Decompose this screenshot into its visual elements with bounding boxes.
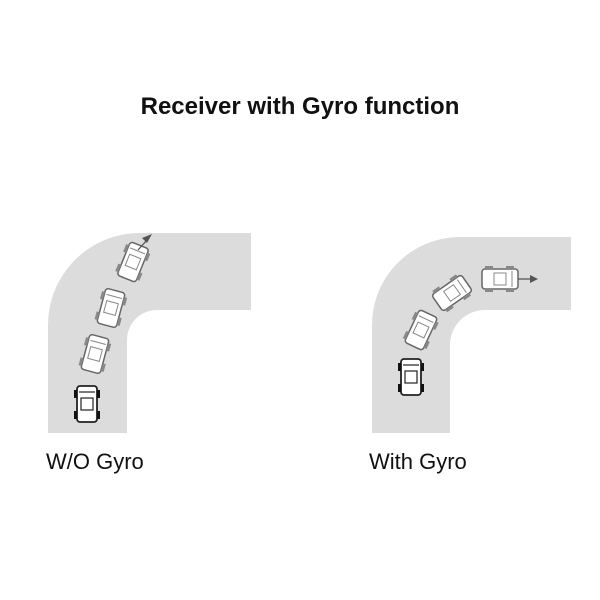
- caption-without-gyro: W/O Gyro: [46, 449, 144, 474]
- car-right-1: [397, 358, 425, 396]
- caption-with-gyro: With Gyro: [369, 449, 467, 474]
- road-right: [372, 237, 571, 433]
- diagram-title: Receiver with Gyro function: [140, 93, 460, 120]
- car-left-1: [73, 385, 101, 423]
- road-left: [48, 233, 251, 433]
- arrow-left: [137, 234, 152, 251]
- arrow-right: [518, 275, 538, 283]
- car-right-4: [481, 265, 519, 293]
